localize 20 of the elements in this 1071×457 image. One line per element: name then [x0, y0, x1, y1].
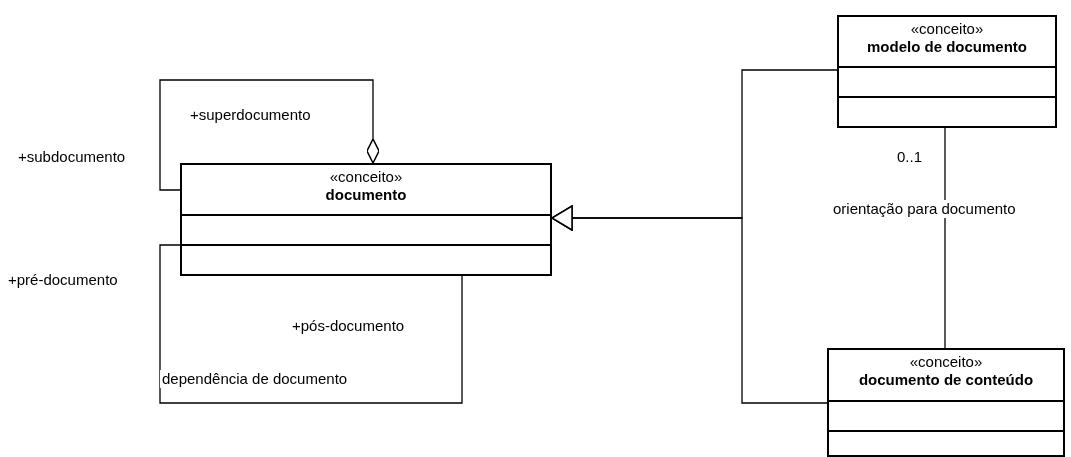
stereotype: «conceito» — [909, 20, 985, 38]
association-line — [159, 244, 463, 404]
class-box — [837, 15, 1057, 128]
class-name: modelo de documento — [866, 38, 1028, 56]
role-label: 0..1 — [897, 148, 923, 166]
stereotype: «conceito» — [908, 353, 984, 371]
stereotype: «conceito» — [328, 168, 404, 186]
role-label: +superdocumento — [190, 106, 311, 124]
edge-label: dependência de documento — [160, 370, 350, 388]
class-box — [827, 348, 1065, 457]
class-name: documento de conteúdo — [857, 371, 1035, 389]
generalization-arrow — [551, 205, 828, 404]
association-line — [944, 127, 946, 349]
aggregation-line — [159, 79, 380, 191]
role-label: +pré-documento — [8, 271, 118, 289]
class-name: documento — [324, 186, 408, 204]
class-box — [180, 163, 552, 276]
role-label: +pós-documento — [292, 317, 405, 335]
role-label: +subdocumento — [18, 148, 126, 166]
edge-label: orientação para documento — [831, 200, 1018, 218]
